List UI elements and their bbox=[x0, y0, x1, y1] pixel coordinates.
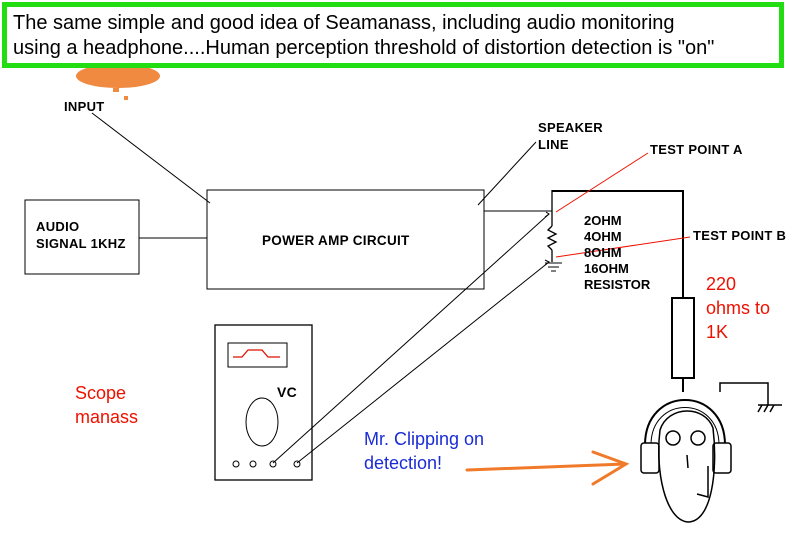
audio-signal-box bbox=[24, 199, 140, 275]
test-point-b-leader bbox=[555, 236, 691, 258]
speaker-line-text-2: LINE bbox=[538, 137, 569, 152]
test-point-a-leader bbox=[555, 152, 649, 213]
audio-signal-label: AUDIO SIGNAL 1KHZ bbox=[36, 218, 126, 252]
vc-label: VC bbox=[277, 384, 298, 400]
meter-jack-4 bbox=[293, 460, 301, 468]
speaker-line-text-1: SPEAKER bbox=[538, 120, 603, 135]
clipped-wave-display bbox=[233, 349, 280, 358]
resistor-word: RESISTOR bbox=[584, 277, 651, 292]
caption-box: The same simple and good idea of Seamana… bbox=[2, 2, 784, 68]
caption-line-1: The same simple and good idea of Seamana… bbox=[13, 12, 675, 34]
meter-jack-1 bbox=[232, 460, 240, 468]
headphone-resistor-text-1: 220 bbox=[706, 274, 737, 294]
meter-jack-2 bbox=[249, 460, 257, 468]
headphone-resistor-text-3: 1K bbox=[706, 322, 729, 342]
load-resistor bbox=[546, 190, 558, 262]
caption-line-2: using a headphone....Human perception th… bbox=[13, 37, 715, 59]
meter-jack-3 bbox=[269, 460, 277, 468]
scope-name-label: Scope manass bbox=[75, 381, 138, 429]
scope-name-text-1: Scope bbox=[75, 383, 127, 403]
audio-signal-text-2: SIGNAL 1KHZ bbox=[36, 236, 126, 251]
audio-signal-text-1: AUDIO bbox=[36, 219, 80, 234]
headphone-feed-wire bbox=[552, 190, 684, 298]
mr-clipping-face bbox=[640, 399, 732, 523]
input-leader-line bbox=[91, 112, 211, 204]
mr-clipping-text-2: detection! bbox=[364, 453, 443, 473]
headphone-resistor-text-2: ohms to bbox=[706, 298, 771, 318]
resistor-value-2ohm: 2OHM bbox=[584, 213, 622, 228]
ground-symbol bbox=[545, 262, 562, 272]
power-amp-box bbox=[206, 189, 485, 290]
meter-dial bbox=[245, 397, 279, 447]
probe-line-a bbox=[272, 213, 550, 464]
headphone-resistor bbox=[671, 297, 695, 379]
scope-name-text-2: manass bbox=[75, 407, 139, 427]
headphone-resistor-label: 220 ohms to 1K bbox=[706, 272, 770, 344]
probe-line-b bbox=[296, 261, 550, 464]
orange-splash bbox=[76, 64, 160, 100]
scope-meter bbox=[214, 324, 313, 481]
test-point-a-label: TEST POINT A bbox=[650, 142, 743, 157]
resistor-value-8ohm: 8OHM bbox=[584, 245, 622, 260]
speaker-line-label: SPEAKER LINE bbox=[538, 119, 603, 153]
resistor-value-16ohm: 16OHM bbox=[584, 261, 629, 276]
headphone-ground bbox=[719, 382, 782, 413]
resistor-values-label: 2OHM 4OHM 8OHM 16OHM RESISTOR bbox=[584, 213, 650, 293]
power-amp-label: POWER AMP CIRCUIT bbox=[262, 233, 410, 248]
speaker-line-leader bbox=[477, 141, 537, 206]
mr-clipping-label: Mr. Clipping on detection! bbox=[364, 427, 484, 475]
orange-arrow bbox=[465, 450, 630, 486]
input-label: INPUT bbox=[64, 99, 105, 114]
mr-clipping-text-1: Mr. Clipping on bbox=[364, 429, 485, 449]
test-point-b-label: TEST POINT B bbox=[693, 228, 787, 243]
resistor-value-4ohm: 4OHM bbox=[584, 229, 622, 244]
